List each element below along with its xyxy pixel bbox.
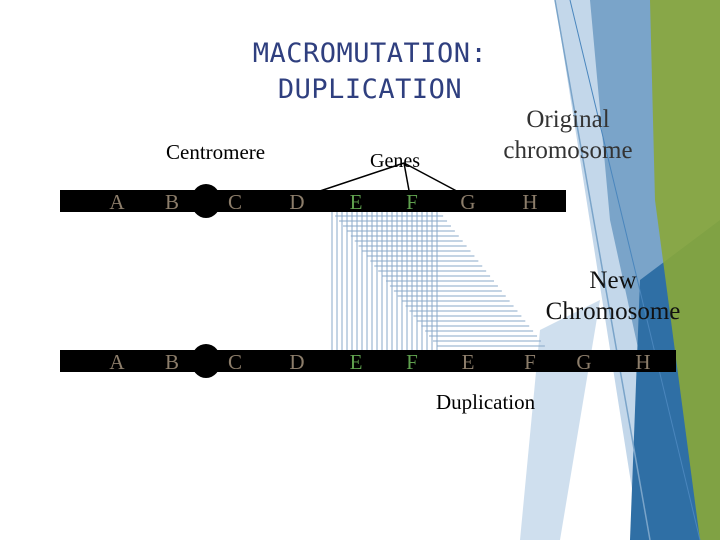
original-gene-f-5: F: [406, 190, 418, 214]
new-gene-e-6: E: [462, 350, 475, 374]
original-gene-h-7: H: [522, 190, 537, 214]
original-gene-b-1: B: [165, 190, 179, 214]
original-gene-c-2: C: [228, 190, 242, 214]
duplication-hatch: [332, 212, 545, 350]
title-line-2: DUPLICATION: [170, 72, 570, 108]
original-chromosome-label: Original chromosome: [478, 104, 658, 166]
new-gene-f-7: F: [524, 350, 536, 374]
genes-label: Genes: [370, 150, 420, 173]
new-gene-g-8: G: [576, 350, 591, 374]
new-gene-f-5: F: [406, 350, 418, 374]
original-gene-a-0: A: [109, 190, 125, 214]
original-label-line-2: chromosome: [478, 135, 658, 166]
slide-title: MACROMUTATION: DUPLICATION: [170, 36, 570, 108]
new-chromosome-label: New Chromosome: [528, 265, 698, 327]
original-chromosome-bar: [60, 190, 566, 212]
new-gene-a-0: A: [109, 350, 125, 374]
original-centromere: [191, 184, 221, 218]
centromere-label: Centromere: [166, 140, 265, 165]
original-gene-g-6: G: [460, 190, 475, 214]
new-label-line-2: Chromosome: [528, 296, 698, 327]
original-gene-d-3: D: [289, 190, 304, 214]
new-centromere: [191, 344, 221, 378]
new-gene-b-1: B: [165, 350, 179, 374]
new-gene-d-3: D: [289, 350, 304, 374]
original-chromosome: A B C D E F G H: [60, 184, 566, 218]
new-gene-h-9: H: [635, 350, 650, 374]
new-gene-e-4: E: [350, 350, 363, 374]
new-label-line-1: New: [528, 265, 698, 296]
duplication-label: Duplication: [436, 390, 535, 415]
title-line-1: MACROMUTATION:: [170, 36, 570, 72]
new-gene-c-2: C: [228, 350, 242, 374]
original-label-line-1: Original: [478, 104, 658, 135]
original-gene-e-4: E: [350, 190, 363, 214]
